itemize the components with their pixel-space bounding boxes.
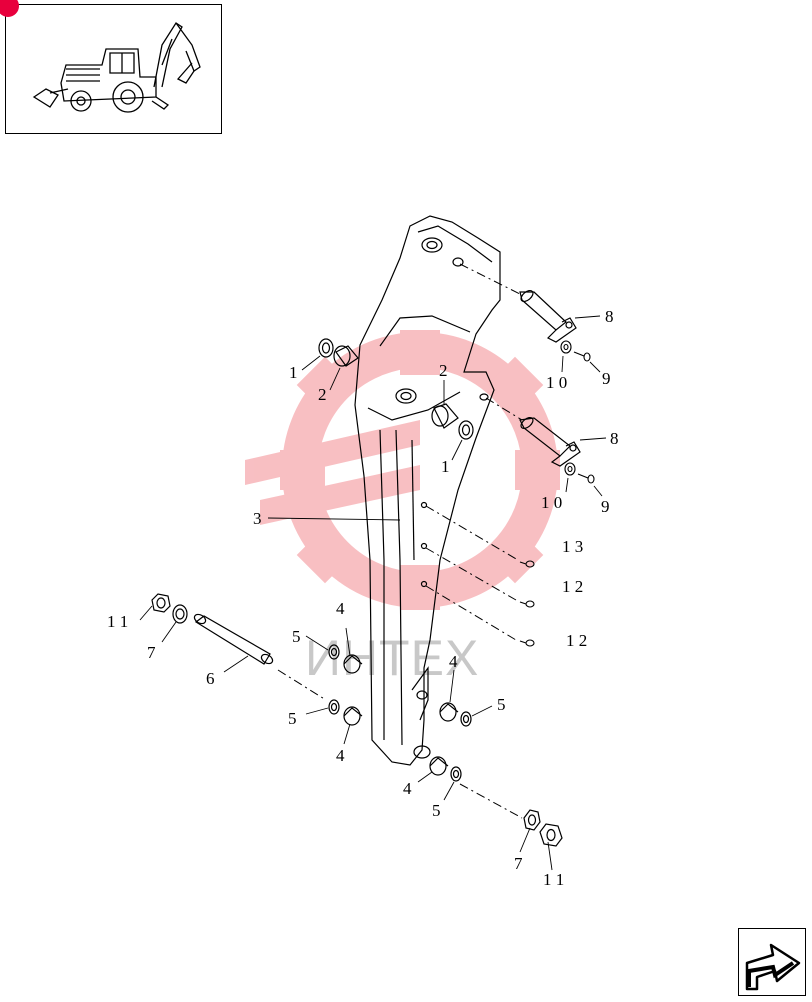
callout-6: 6 bbox=[206, 669, 215, 688]
watermark-text: ИНТЕХ bbox=[305, 630, 479, 686]
seal-5b bbox=[328, 699, 340, 715]
callout-12b: 1 2 bbox=[566, 631, 587, 650]
seal-5d bbox=[450, 766, 462, 782]
washer-10-middle bbox=[564, 462, 576, 476]
bolt-9-middle bbox=[577, 473, 595, 484]
callout-1b: 1 bbox=[441, 457, 450, 476]
washer-7-left bbox=[172, 604, 188, 624]
washer-10-upper bbox=[560, 340, 572, 354]
callout-10a: 1 0 bbox=[546, 373, 567, 392]
next-page-arrow-icon bbox=[745, 943, 801, 991]
callout-8b: 8 bbox=[610, 429, 619, 448]
callout-9a: 9 bbox=[602, 369, 611, 388]
bushing-4b bbox=[343, 706, 363, 726]
callout-2a: 2 bbox=[318, 385, 327, 404]
grease-fitting-12a bbox=[519, 600, 535, 608]
callout-3: 3 bbox=[253, 509, 262, 528]
seal-1-middle bbox=[458, 420, 474, 440]
callout-11a: 1 1 bbox=[107, 612, 128, 631]
nut-11-right bbox=[539, 823, 563, 847]
backhoe-loader-icon bbox=[32, 22, 201, 113]
grease-fitting-13 bbox=[519, 560, 535, 568]
thumbnail-frame bbox=[0, 0, 222, 134]
callout-1a: 1 bbox=[289, 363, 298, 382]
callout-8a: 8 bbox=[605, 307, 614, 326]
callout-4d: 4 bbox=[403, 779, 412, 798]
pin-6 bbox=[193, 613, 274, 665]
seal-5a bbox=[328, 644, 340, 660]
callout-5d: 5 bbox=[432, 801, 441, 820]
callout-5c: 5 bbox=[497, 695, 506, 714]
callout-9b: 9 bbox=[601, 497, 610, 516]
callout-4c: 4 bbox=[449, 652, 458, 671]
callout-10b: 1 0 bbox=[541, 493, 562, 512]
callout-5a: 5 bbox=[292, 627, 301, 646]
callout-12a: 1 2 bbox=[562, 577, 583, 596]
callout-2b: 2 bbox=[439, 361, 448, 380]
bushing-4a bbox=[343, 654, 363, 674]
leader-lines bbox=[139, 315, 607, 871]
seal-5c bbox=[460, 711, 472, 727]
boom-arm bbox=[354, 215, 501, 766]
callout-13: 1 3 bbox=[562, 537, 583, 556]
gear-logo-icon bbox=[245, 330, 560, 610]
callout-7a: 7 bbox=[147, 643, 156, 662]
seal-1-upper bbox=[318, 338, 334, 358]
bolt-9-upper bbox=[573, 351, 591, 362]
bushing-4d bbox=[429, 756, 449, 776]
bushing-2-middle bbox=[431, 403, 459, 429]
assembly-lines bbox=[277, 263, 523, 819]
corner-marker bbox=[0, 0, 19, 17]
callout-4b: 4 bbox=[336, 746, 345, 765]
pin-middle bbox=[519, 416, 581, 467]
nut-11-left bbox=[151, 593, 171, 613]
callout-5b: 5 bbox=[288, 709, 297, 728]
next-page-button[interactable] bbox=[738, 928, 806, 996]
washer-7-right bbox=[523, 809, 541, 831]
callout-7b: 7 bbox=[514, 854, 523, 873]
bushing-2-upper bbox=[333, 345, 359, 367]
grease-fitting-12b bbox=[519, 639, 535, 647]
pin-upper bbox=[519, 289, 577, 343]
callout-4a: 4 bbox=[336, 599, 345, 618]
callout-11b: 1 1 bbox=[543, 870, 564, 889]
bushing-4c bbox=[439, 702, 459, 722]
